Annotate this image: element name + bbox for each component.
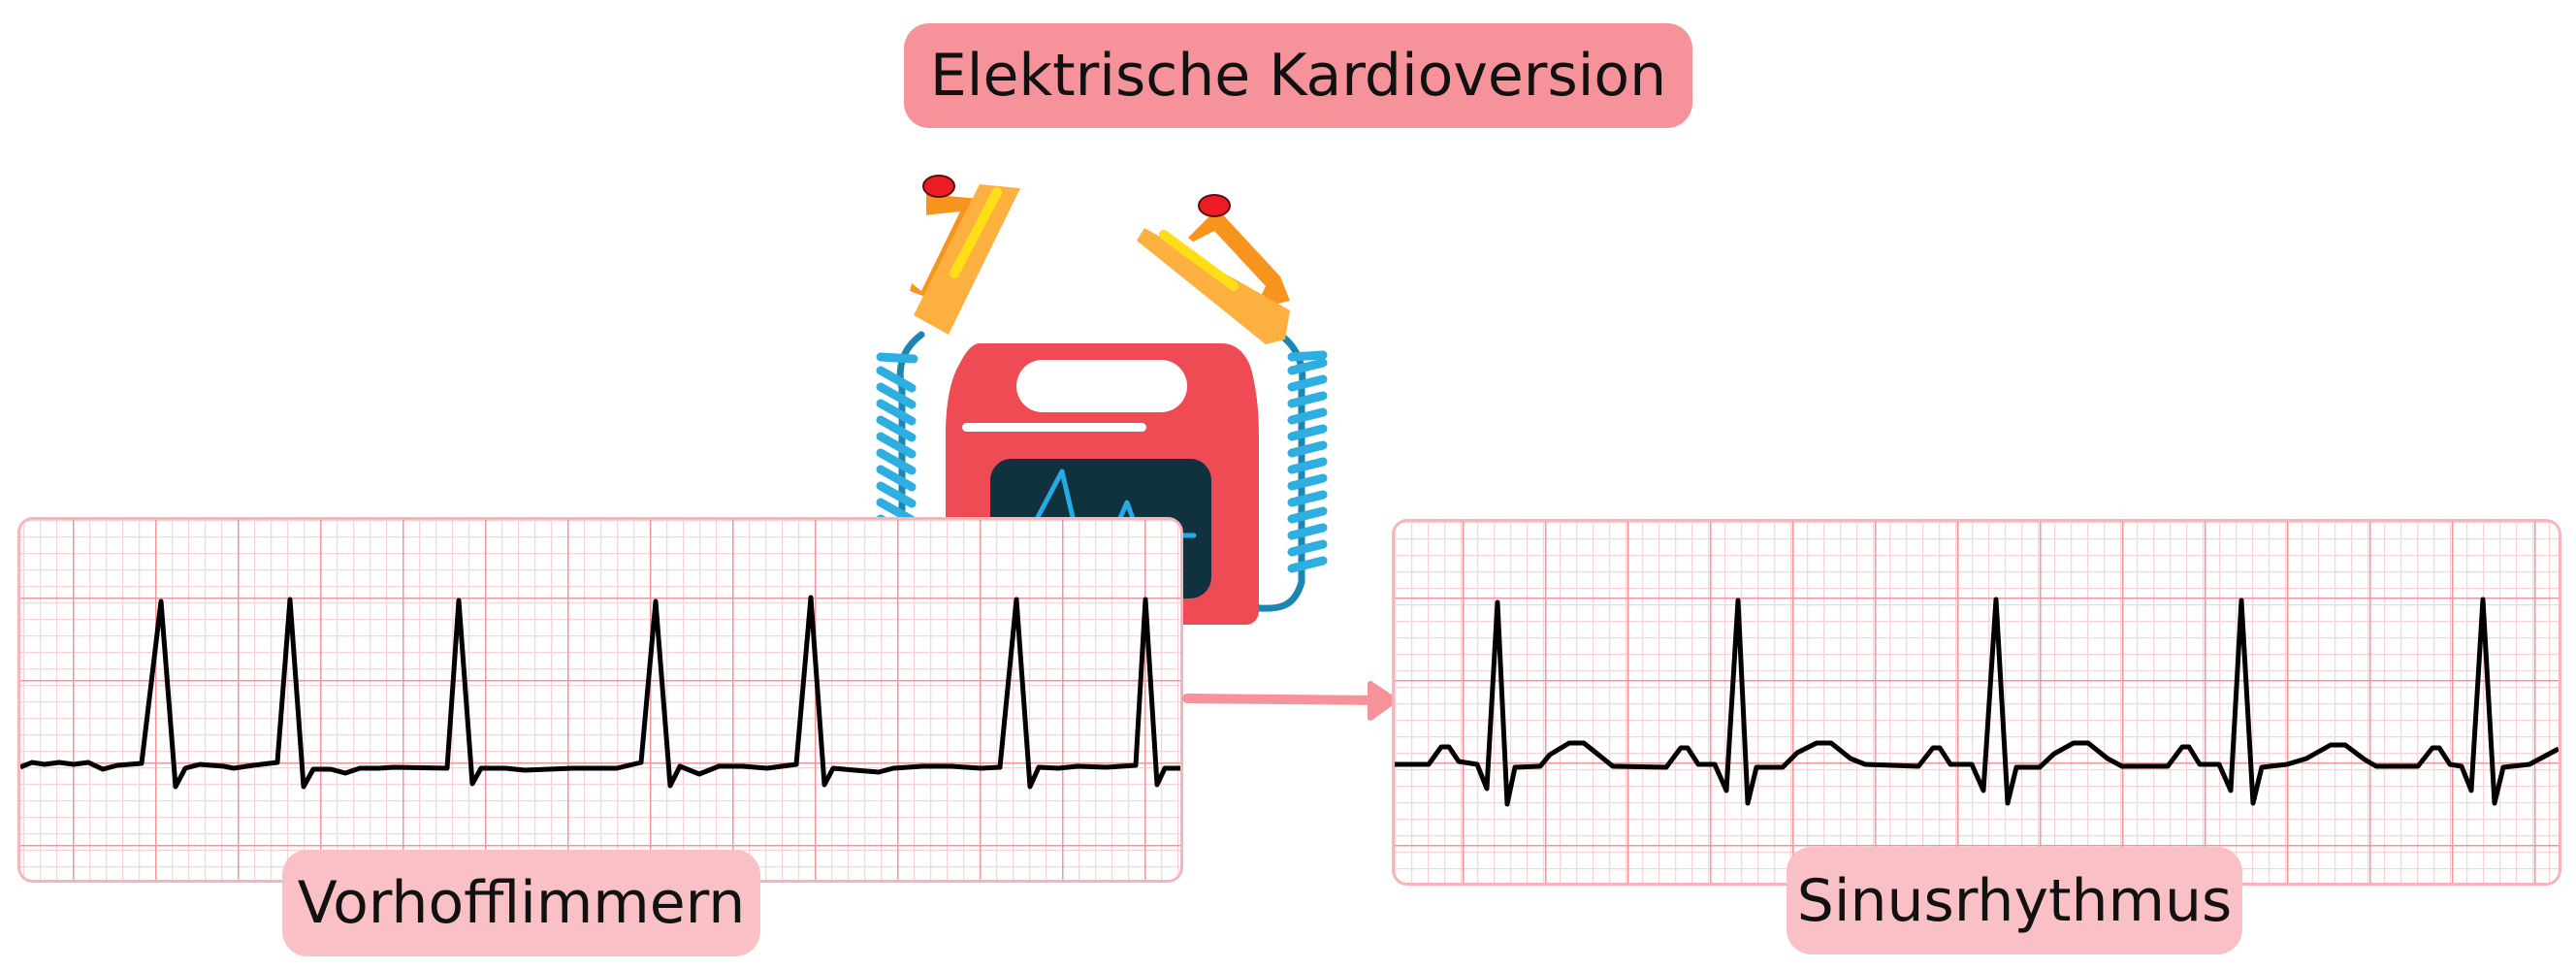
label-before: Vorhofflimmern (282, 850, 760, 956)
transition-arrow (1174, 669, 1406, 728)
ecg-trace-afib (20, 595, 1180, 790)
label-after: Sinusrhythmus (1787, 847, 2242, 954)
right-paddle-icon (1137, 194, 1290, 344)
ecg-strip-after (1392, 519, 2561, 886)
ecg-grid-sinus (1395, 522, 2559, 883)
device-handle (1016, 360, 1187, 412)
ecg-grid-afib (20, 520, 1180, 880)
ecg-trace-sinus (1395, 597, 2559, 807)
title-banner: Elektrische Kardioversion (904, 23, 1692, 128)
label-after-text: Sinusrhythmus (1796, 866, 2233, 935)
arrow-right-icon (1182, 681, 1398, 721)
label-before-text: Vorhofflimmern (297, 869, 746, 937)
right-coil-icon (1287, 350, 1328, 573)
title-text: Elektrische Kardioversion (929, 42, 1667, 110)
left-paddle-icon (910, 175, 1020, 335)
ecg-strip-before (17, 517, 1183, 883)
